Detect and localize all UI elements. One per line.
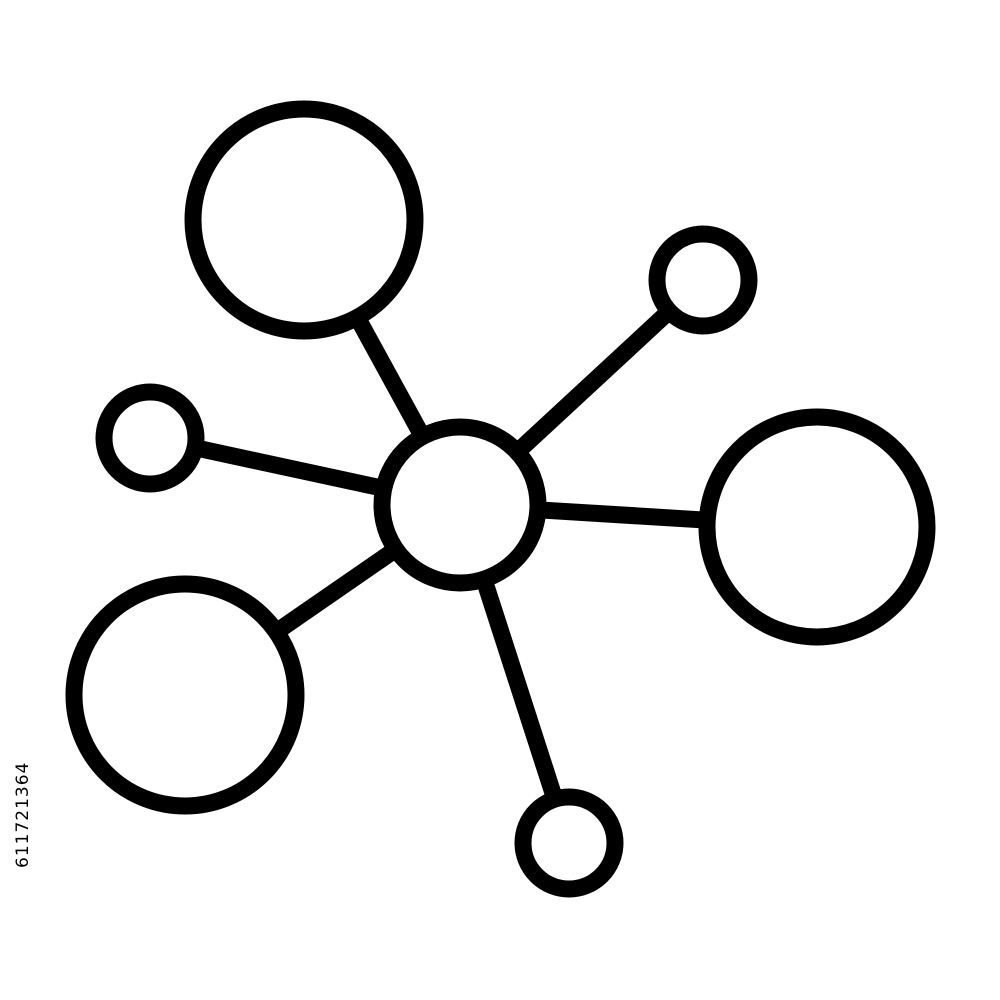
connector-line-small-bottom <box>475 576 563 802</box>
hub-node <box>373 418 547 592</box>
connector-line-large-bottom-left <box>271 542 401 639</box>
node-small-top-right <box>648 225 758 335</box>
node-large-top-left <box>184 100 424 340</box>
node-small-bottom <box>514 788 624 898</box>
node-large-right <box>698 408 936 646</box>
connector-line-small-top-right <box>511 305 675 459</box>
connector-line-large-right <box>537 501 708 529</box>
node-large-bottom-left <box>65 575 305 815</box>
node-small-left <box>95 383 205 493</box>
connector-line-small-left <box>193 439 386 497</box>
connector-line-large-top-left <box>349 313 430 441</box>
